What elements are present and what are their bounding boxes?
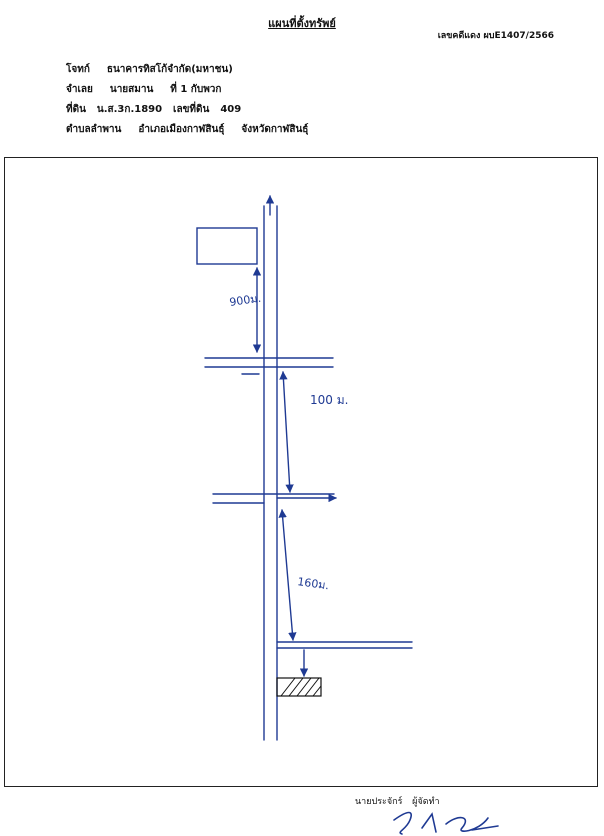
case-info: โจทก์ ธนาคารทิสโก้จำกัด(มหาชน) จำเลย นาย… — [66, 60, 308, 140]
dimension-mid — [279, 371, 294, 493]
distance-label-top: 900ม. — [229, 292, 262, 309]
preparer-credit: นายประจักร์ ผู้จัดทำ — [355, 794, 440, 808]
district: อำเภอเมืองกาฬสินธุ์ — [138, 124, 225, 135]
parcel-number: 409 — [220, 104, 242, 115]
plaintiff-row: โจทก์ ธนาคารทิสโก้จำกัด(มหาชน) — [66, 60, 308, 80]
plaintiff-label: โจทก์ — [66, 64, 90, 75]
distance-label-bottom: 160ม. — [297, 575, 330, 592]
preparer-name: นายประจักร์ — [355, 797, 403, 807]
dimension-bottom — [278, 509, 297, 641]
land-row: ที่ดิน น.ส.3ก.1890 เลขที่ดิน 409 — [66, 100, 308, 120]
defendant-note: ที่ 1 กับพวก — [170, 84, 222, 95]
subdistrict: ตำบลลำพาน — [66, 124, 122, 135]
distance-label-mid: 100 ม. — [310, 393, 348, 407]
map-frame — [4, 157, 598, 787]
defendant-name: นายสมาน — [109, 84, 154, 95]
document-title: แผนที่ตั้งทรัพย์ — [268, 17, 336, 30]
defendant-row: จำเลย นายสมาน ที่ 1 กับพวก — [66, 80, 308, 100]
preparer-signature — [393, 811, 499, 835]
location-row: ตำบลลำพาน อำเภอเมืองกาฬสินธุ์ จังหวัดกาฬ… — [66, 120, 308, 140]
property-parcel — [276, 677, 322, 697]
parcel-label: เลขที่ดิน — [173, 104, 210, 115]
province: จังหวัดกาฬสินธุ์ — [241, 124, 309, 135]
school-box — [196, 227, 258, 265]
defendant-label: จำเลย — [66, 84, 93, 95]
deed-label: ที่ดิน — [66, 104, 86, 115]
case-number: เลขคดีแดง ผบE1407/2566 — [437, 31, 554, 41]
preparer-role: ผู้จัดทำ — [412, 797, 440, 807]
deed-number: น.ส.3ก.1890 — [96, 104, 163, 115]
plaintiff-name: ธนาคารทิสโก้จำกัด(มหาชน) — [106, 64, 233, 75]
